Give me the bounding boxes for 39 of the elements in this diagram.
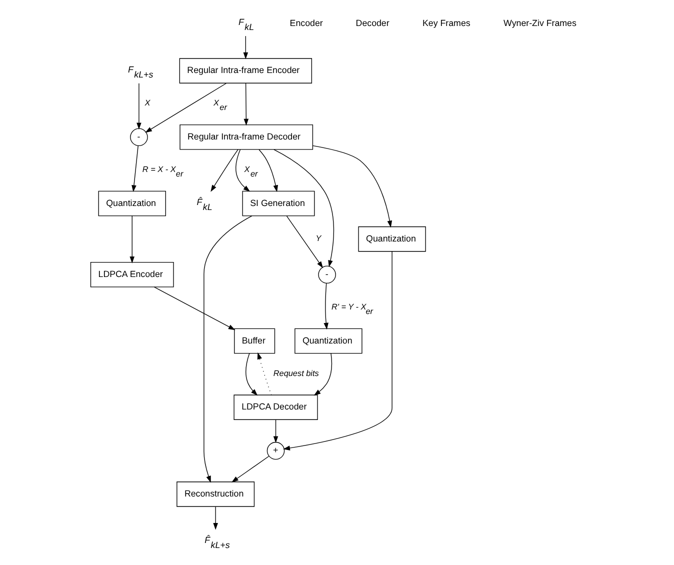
arrow: [212, 506, 218, 530]
arrow: [245, 353, 258, 396]
arrow: [153, 286, 235, 330]
arrow: [273, 149, 334, 268]
label: Decoder: [355, 18, 389, 28]
arrow: [258, 149, 278, 192]
node-box: LDPCA Decoder: [233, 394, 318, 420]
node-box: Quantization: [358, 226, 426, 252]
label: Encoder: [289, 18, 322, 28]
label: Key Frames: [422, 18, 470, 28]
arrow: [286, 216, 323, 268]
arrow: [131, 145, 138, 192]
arrow: [235, 149, 250, 192]
node-circle: +: [266, 442, 284, 460]
node-box: Regular Intra-frame Encoder: [178, 58, 312, 84]
arrow: [312, 145, 392, 228]
node-box: SI Generation: [242, 190, 314, 216]
node-box: Quantization: [294, 328, 362, 354]
arrow: [203, 216, 252, 483]
arrow: [313, 352, 332, 396]
node-box: LDPCA Encoder: [90, 262, 174, 288]
node-box: Reconstruction: [176, 482, 254, 507]
arrow: [282, 251, 392, 450]
node-box: Quantization: [98, 190, 166, 216]
node-circle: -: [130, 128, 148, 146]
arrow: [272, 419, 278, 444]
arrow: [144, 82, 226, 133]
arrow: [256, 352, 272, 396]
node-box: Buffer: [234, 328, 275, 354]
arrow: [129, 216, 134, 264]
arrow: [210, 149, 238, 192]
arrow: [243, 83, 248, 126]
arrow: [242, 36, 248, 60]
node-box: Regular Intra-frame Decoder: [179, 124, 313, 150]
node-circle: -: [318, 266, 336, 284]
arrow: [136, 83, 141, 130]
arrow: [323, 283, 328, 330]
arrow: [231, 456, 269, 482]
label: Wyner-Ziv Frames: [503, 18, 576, 28]
